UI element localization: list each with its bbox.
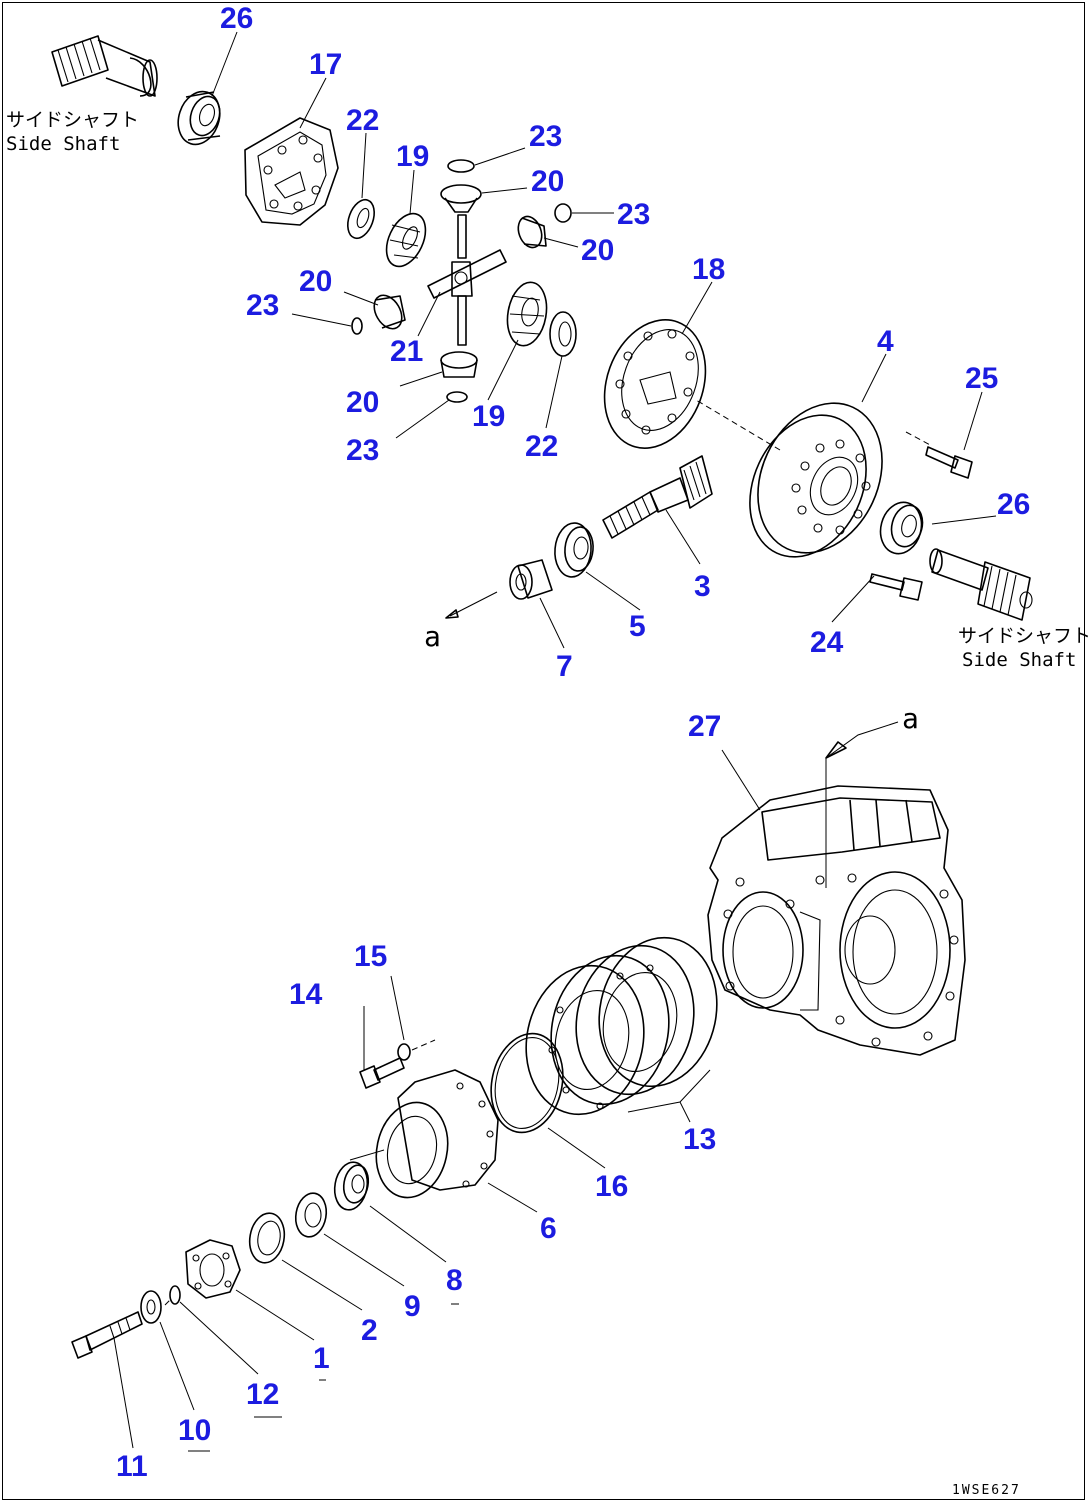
callout-24: 24 (810, 626, 844, 659)
o-ring-12 (169, 1285, 181, 1305)
bolt-11 (71, 1311, 143, 1359)
reference-mark-a-upper: a (424, 620, 441, 653)
callout-6: 6 (540, 1212, 557, 1245)
bearing-26-left (177, 90, 221, 146)
side-shaft-left-en: Side Shaft (6, 133, 120, 155)
callout-18: 18 (692, 253, 725, 286)
callout-20-right: 20 (581, 234, 614, 267)
pinion-shaft-3 (602, 455, 713, 539)
callout-19-upper: 19 (396, 140, 429, 173)
spacer-9 (294, 1192, 328, 1238)
spider-21 (427, 214, 507, 346)
differential-case-18 (603, 319, 707, 449)
o-ring-16 (490, 1032, 564, 1134)
thrust-washer-22-upper (347, 198, 375, 240)
callout-25: 25 (965, 362, 998, 395)
thrust-washer-22-lower (549, 311, 577, 357)
callout-11: 11 (116, 1450, 148, 1483)
bolt-24 (869, 573, 923, 601)
callout-22-upper: 22 (346, 104, 379, 137)
shims-13 (525, 936, 718, 1116)
callout-22-lower: 22 (525, 430, 558, 463)
bolt-25 (925, 446, 973, 479)
callout-5: 5 (629, 610, 646, 643)
differential-case-17 (244, 117, 339, 226)
callout-12: 12 (246, 1378, 279, 1411)
callout-2: 2 (361, 1314, 378, 1347)
side-shaft-right-en: Side Shaft (962, 649, 1076, 671)
side-shaft-left (51, 35, 158, 97)
bearing-8 (333, 1161, 370, 1211)
side-shaft-right (929, 548, 1033, 621)
callout-27: 27 (688, 710, 721, 743)
washer-10 (140, 1290, 162, 1324)
callout-23-left: 23 (246, 289, 279, 322)
callout-4: 4 (877, 325, 894, 358)
side-gear-19-upper (385, 212, 427, 268)
bolt-14-washer-15 (359, 1043, 411, 1089)
callout-26-right: 26 (997, 488, 1030, 521)
side-gear-19-lower (506, 281, 548, 347)
coupling-1 (185, 1239, 241, 1299)
spacer-7 (509, 559, 553, 600)
callout-3: 3 (694, 570, 711, 603)
side-shaft-left-jp: サイドシャフト (6, 109, 139, 131)
pinion-set (351, 159, 572, 403)
callout-9: 9 (404, 1290, 421, 1323)
ring-gear-4 (749, 402, 883, 558)
callout-15: 15 (354, 940, 387, 973)
callout-14: 14 (289, 978, 323, 1011)
callout-1: 1 (313, 1342, 330, 1375)
callout-8: 8 (446, 1264, 463, 1297)
carrier-housing-27 (707, 785, 966, 1056)
leader-lines (113, 31, 997, 1452)
callout-7: 7 (556, 650, 573, 683)
drawing-code: 1WSE627 (952, 1483, 1021, 1498)
callout-20-top: 20 (531, 165, 564, 198)
callout-17: 17 (309, 48, 342, 81)
side-shaft-right-jp: サイドシャフト (958, 625, 1090, 647)
callout-13: 13 (683, 1123, 716, 1156)
callout-20-left: 20 (299, 265, 332, 298)
reference-mark-a-lower: a (902, 702, 919, 735)
callout-23-right: 23 (617, 198, 650, 231)
callout-10: 10 (178, 1414, 211, 1447)
callout-19-lower: 19 (472, 400, 505, 433)
bearing-26-right (879, 501, 924, 555)
callout-20-bottom: 20 (346, 386, 379, 419)
callout-23-bottom: 23 (346, 434, 379, 467)
callout-23-top: 23 (529, 120, 562, 153)
bearing-cage-6 (375, 1069, 499, 1199)
bearing-5 (554, 522, 594, 578)
callout-26-left: 26 (220, 2, 253, 35)
callout-21: 21 (390, 335, 423, 368)
callout-16: 16 (595, 1170, 628, 1203)
oil-seal-2 (248, 1212, 286, 1264)
